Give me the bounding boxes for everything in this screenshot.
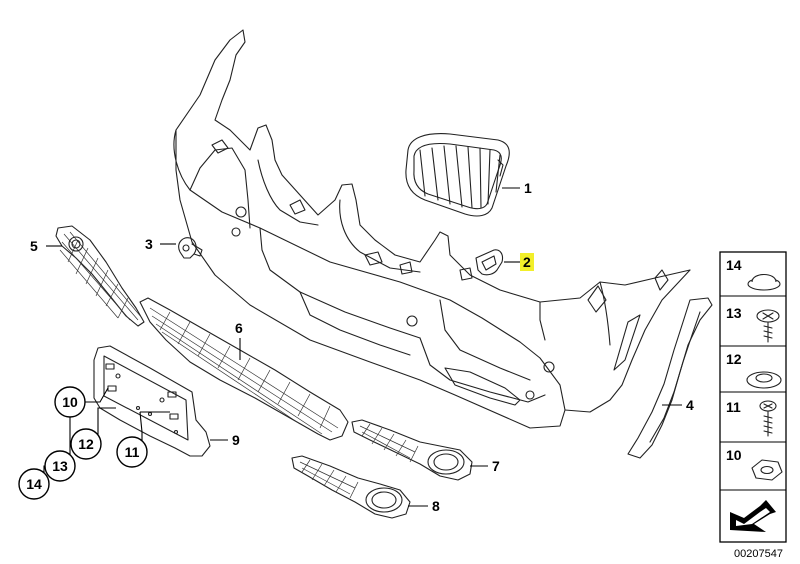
tow-hook-cover	[475, 249, 504, 276]
callout-11-circle	[116, 436, 148, 468]
callout-9: 9	[232, 432, 240, 448]
callout-5: 5	[30, 238, 38, 254]
clip-part	[178, 237, 203, 259]
callout-2: 2	[523, 254, 531, 270]
right-fog-grille	[351, 419, 473, 481]
direction-arrow-icon	[730, 500, 776, 532]
washer-screw-icon	[756, 309, 780, 343]
callout-13-circle	[44, 450, 76, 482]
fastener-side-panel: 14 13 12 11 10	[719, 251, 787, 543]
callouts: 1 2 3 4 5 6 7 8 9 10 11 12 13 14	[18, 180, 694, 514]
leader-lines	[43, 187, 682, 507]
callout-13: 13	[52, 458, 68, 474]
callout-3: 3	[145, 236, 153, 252]
callout-10-circle	[54, 386, 86, 418]
side-item-12-label: 12	[726, 351, 742, 367]
kidney-grille	[405, 133, 510, 217]
left-air-grille	[55, 225, 145, 327]
callout-12-circle	[70, 428, 102, 460]
side-item-14-label: 14	[726, 257, 742, 273]
callout-8: 8	[432, 498, 440, 514]
callout-10: 10	[62, 394, 78, 410]
callout-4: 4	[686, 397, 694, 413]
catalog-number: 00207547	[734, 548, 783, 560]
washer-icon	[746, 371, 782, 389]
callout-7: 7	[492, 458, 500, 474]
lower-center-grille	[139, 297, 349, 441]
hex-nut-icon	[751, 459, 783, 481]
side-moulding	[627, 297, 713, 459]
callout-14-circle	[18, 468, 50, 500]
side-item-13-label: 13	[726, 305, 742, 321]
license-plate-base	[93, 345, 211, 457]
screw-icon	[759, 400, 777, 437]
callout-1: 1	[524, 180, 532, 196]
left-fog-grille	[291, 455, 411, 519]
callout-12: 12	[78, 436, 94, 452]
side-item-11-label: 11	[726, 399, 741, 415]
callout-14: 14	[26, 476, 42, 492]
bumper-cover	[173, 29, 691, 429]
grommet-icon	[747, 273, 781, 291]
callout-6: 6	[235, 320, 243, 336]
side-item-10-label: 10	[726, 447, 742, 463]
callout-11: 11	[125, 444, 140, 460]
callout-2-highlight	[520, 253, 534, 271]
